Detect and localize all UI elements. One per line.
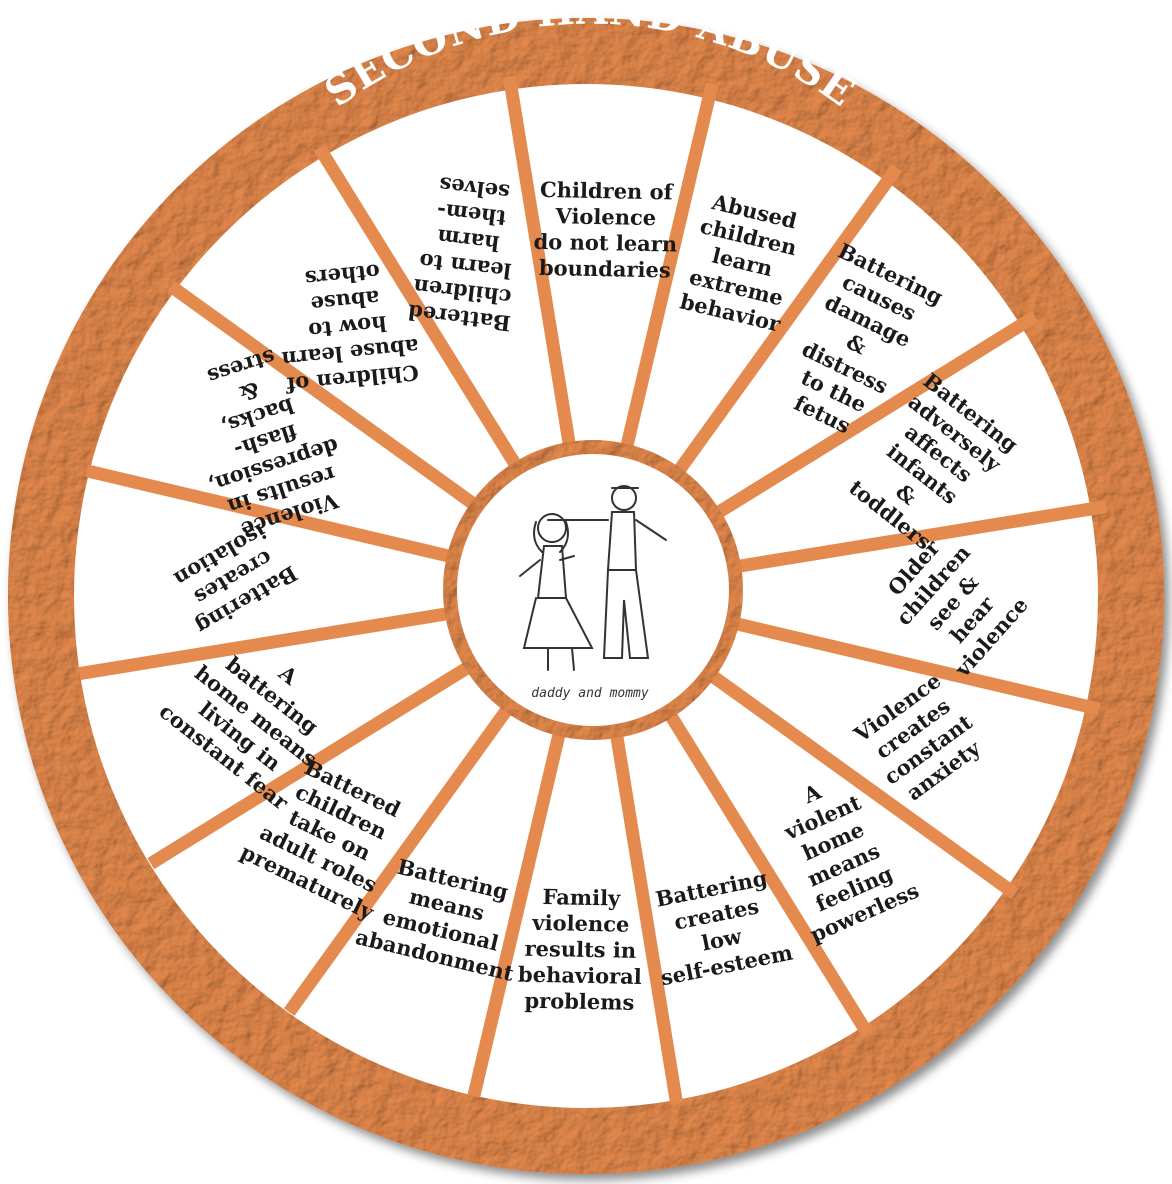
segment-label-line: behavioral	[518, 962, 642, 989]
segment-label-line: Family	[542, 884, 621, 911]
segment-label-line: do not learn	[533, 229, 677, 257]
segment-label-line: results in	[524, 936, 636, 963]
segment-label-line: problems	[524, 988, 634, 1015]
segment-label-line: Violence	[554, 203, 656, 230]
center-caption: daddy and mommy	[531, 686, 649, 701]
segment-label-line: violence	[531, 910, 629, 937]
segment-label-line: boundaries	[539, 255, 671, 283]
segment-label-line: Children of	[540, 177, 675, 205]
